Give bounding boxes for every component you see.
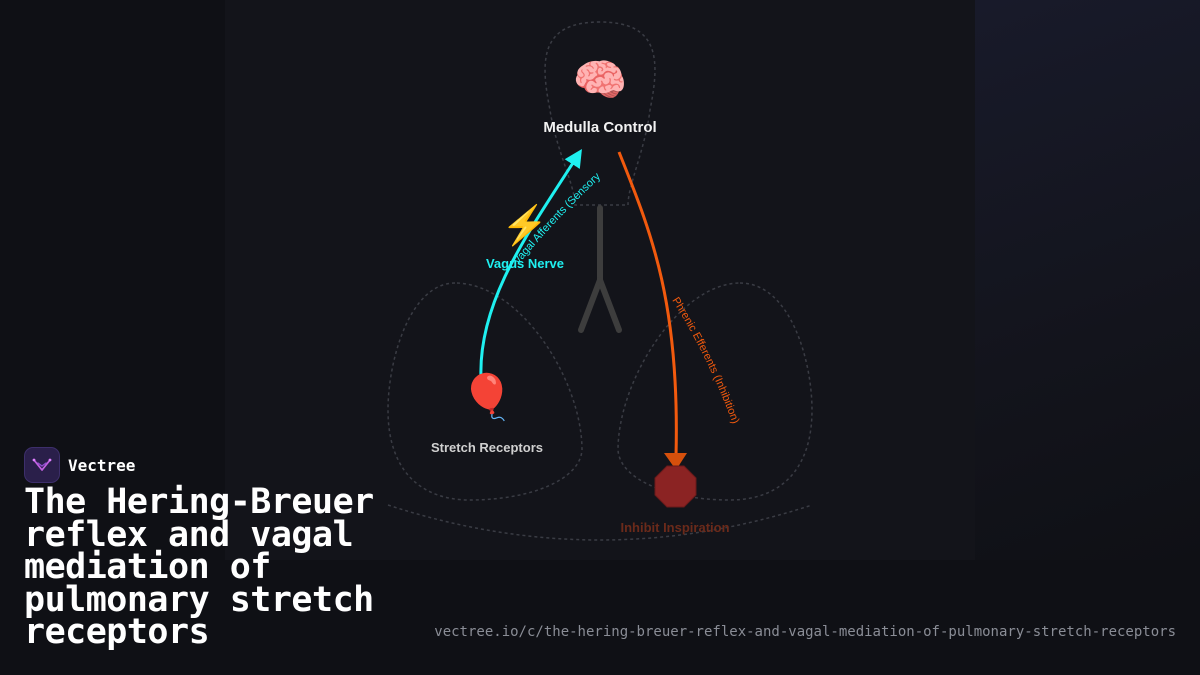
brain-icon: 🧠 — [573, 56, 628, 105]
medulla-label: Medulla Control — [543, 119, 656, 136]
trachea — [578, 205, 622, 333]
stop-icon — [654, 465, 697, 508]
efferent-label-path: Phrenic Efferents (Inhibition) — [669, 295, 741, 425]
head-outline — [544, 21, 656, 206]
right-lung-outline — [617, 282, 813, 501]
inhibit-inspiration-label: Inhibit Inspiration — [620, 520, 729, 535]
vagus-label: Vagus Nerve — [486, 256, 564, 271]
page-url[interactable]: vectree.io/c/the-hering-breuer-reflex-an… — [434, 624, 1176, 640]
phrenic-efferent-arrow — [617, 151, 678, 457]
brand: Vectree — [24, 447, 135, 483]
page-title: The Hering-Breuer reflex and vagal media… — [24, 482, 374, 652]
vectree-logo-icon — [24, 447, 60, 483]
efferent-arrowhead — [664, 453, 687, 470]
vagal-afferent-arrow — [479, 148, 582, 379]
right-gradient-panel — [975, 0, 1200, 560]
left-lung-outline — [387, 282, 583, 501]
brand-name: Vectree — [68, 455, 136, 475]
balloon-icon: 🎈 — [460, 370, 515, 422]
diaphragm-outline — [387, 504, 813, 541]
lightning-icon: ⚡ — [501, 203, 548, 248]
stretch-receptors-label: Stretch Receptors — [431, 440, 543, 455]
efferent-label: Phrenic Efferents (Inhibition) — [669, 295, 741, 425]
